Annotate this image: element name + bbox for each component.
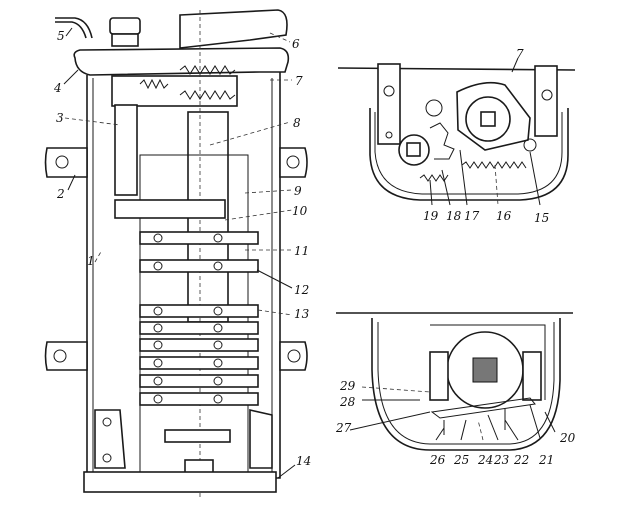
callout-15: 15 bbox=[534, 211, 549, 225]
callout-6: 6 bbox=[292, 37, 300, 51]
callout-5: 5 bbox=[57, 29, 65, 43]
callout-28: 28 bbox=[339, 395, 356, 409]
callout-24: 24 bbox=[477, 453, 493, 467]
callout-11: 11 bbox=[294, 244, 309, 258]
spring-mechanism bbox=[111, 75, 238, 107]
callout-16: 16 bbox=[496, 209, 512, 223]
mounting-lug-right-top bbox=[279, 147, 308, 178]
base-plate bbox=[83, 471, 277, 493]
callout-14: 14 bbox=[296, 454, 311, 468]
contact-stack bbox=[139, 231, 259, 406]
callout-23: 23 bbox=[493, 453, 510, 467]
top-plate bbox=[73, 47, 290, 76]
case-outline bbox=[371, 318, 561, 451]
mounting-lug-right-bottom bbox=[279, 341, 308, 371]
callout-3: 3 bbox=[56, 111, 64, 125]
knob bbox=[109, 17, 141, 35]
square-shaft bbox=[472, 357, 498, 383]
callout-25: 25 bbox=[453, 453, 469, 467]
callout-8: 8 bbox=[293, 116, 301, 130]
callout-4: 4 bbox=[53, 81, 62, 95]
callout-2: 2 bbox=[56, 187, 65, 201]
callout-10: 10 bbox=[292, 204, 308, 218]
callout-22: 22 bbox=[513, 453, 529, 467]
callout-26: 26 bbox=[429, 453, 446, 467]
callout-12: 12 bbox=[294, 283, 309, 297]
top-right-view: 7 19 18 17 16 15 bbox=[337, 47, 576, 225]
cover-cap bbox=[179, 9, 288, 49]
callout-9: 9 bbox=[294, 184, 302, 198]
callout-19: 19 bbox=[423, 209, 439, 223]
callout-1: 1 bbox=[87, 254, 95, 268]
handle-lever bbox=[55, 17, 93, 39]
callout-7: 7 bbox=[295, 74, 303, 88]
callout-13: 13 bbox=[294, 307, 310, 321]
callout-20: 20 bbox=[559, 431, 576, 445]
spring bbox=[461, 161, 527, 169]
contact-lever bbox=[430, 397, 536, 419]
rod bbox=[114, 104, 138, 196]
spring bbox=[419, 174, 449, 182]
magnet-coil-right bbox=[522, 351, 542, 401]
mounting-lug-left-top bbox=[44, 147, 88, 178]
magnet-coil-left bbox=[429, 351, 449, 401]
case-outline bbox=[369, 108, 569, 201]
callout-27: 27 bbox=[335, 421, 352, 435]
callout-17: 17 bbox=[464, 209, 480, 223]
callout-21: 21 bbox=[538, 453, 554, 467]
callout-18: 18 bbox=[446, 209, 462, 223]
main-view: 5 4 3 2 1 6 7 8 9 10 11 12 13 14 bbox=[44, 9, 311, 500]
callout-7-top: 7 bbox=[516, 47, 524, 61]
bottom-right-view: 29 28 27 26 25 24 23 22 21 20 bbox=[335, 312, 576, 467]
callout-29: 29 bbox=[339, 379, 356, 393]
